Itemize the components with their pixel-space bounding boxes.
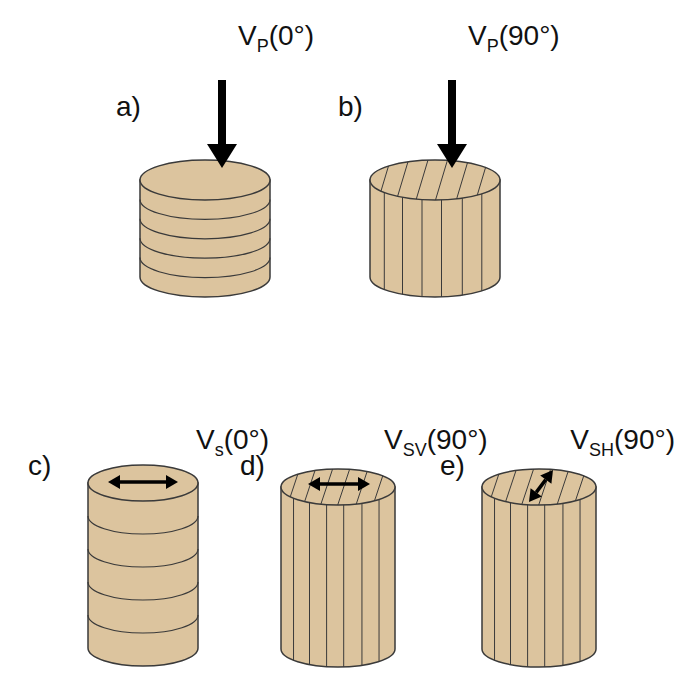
wave-velocity-label: VP(0°) bbox=[238, 22, 314, 55]
panel-letter: d) bbox=[240, 452, 265, 480]
rock-core-cylinder bbox=[140, 160, 270, 297]
p-wave-arrow bbox=[437, 80, 467, 168]
polarization-arrow bbox=[308, 477, 370, 491]
rock-core-cylinder bbox=[370, 160, 500, 297]
panel-letter: c) bbox=[28, 452, 51, 480]
p-wave-arrow bbox=[207, 80, 237, 168]
rock-core-cylinder bbox=[281, 469, 395, 667]
panel-letter: a) bbox=[116, 93, 141, 121]
panel-letter: e) bbox=[440, 452, 465, 480]
wave-velocity-label: VP(90°) bbox=[468, 22, 560, 55]
wave-velocity-label: VSV(90°) bbox=[384, 426, 488, 459]
rock-core-cylinder bbox=[88, 465, 198, 666]
rock-core-cylinder bbox=[482, 469, 596, 667]
wave-velocity-label: VSH(90°) bbox=[570, 426, 675, 459]
polarization-arrow bbox=[529, 470, 553, 502]
panel-letter: b) bbox=[338, 93, 363, 121]
polarization-arrow bbox=[108, 475, 178, 489]
